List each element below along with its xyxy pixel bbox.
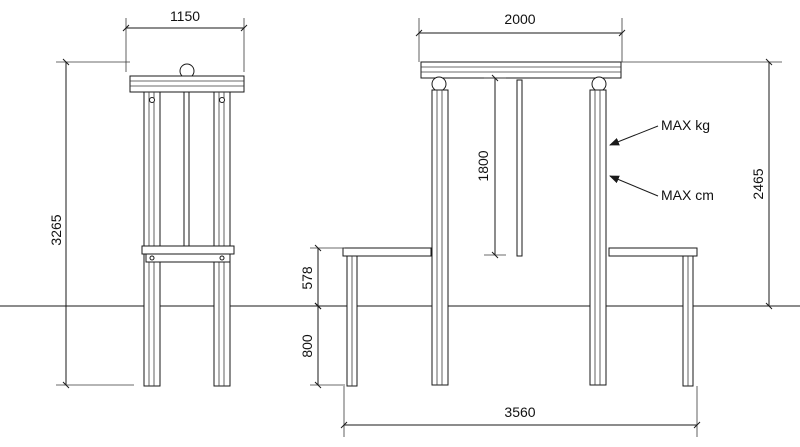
dim-label-2000: 2000 — [504, 11, 535, 27]
dim-label-1150: 1150 — [170, 8, 200, 24]
callout-weight-leader — [609, 125, 659, 146]
bench-left-top — [342, 247, 432, 257]
front-top-beam — [420, 61, 622, 79]
dim-label-3560: 3560 — [504, 404, 535, 420]
dim-label-800: 800 — [299, 334, 315, 358]
side-post-left — [143, 91, 161, 387]
dim-label-3265: 3265 — [48, 214, 64, 245]
hanging-rod — [516, 79, 523, 257]
front-post-left — [431, 89, 449, 386]
front-post-right — [589, 89, 607, 386]
dim-label-2465: 2465 — [750, 168, 766, 199]
dim-label-578: 578 — [299, 266, 315, 290]
side-seat — [141, 245, 235, 255]
dim-label-1800: 1800 — [475, 150, 491, 181]
callout-height-label: MAX cm — [661, 187, 714, 203]
front-view: 2000 1800 578 800 — [299, 11, 782, 437]
callout-height-leader — [609, 175, 659, 197]
bench-right-top — [608, 247, 698, 257]
side-post-right — [213, 91, 231, 387]
side-view: 1150 3265 — [48, 8, 248, 389]
callout-weight-label: MAX kg — [661, 117, 710, 133]
top-beam — [129, 75, 245, 93]
